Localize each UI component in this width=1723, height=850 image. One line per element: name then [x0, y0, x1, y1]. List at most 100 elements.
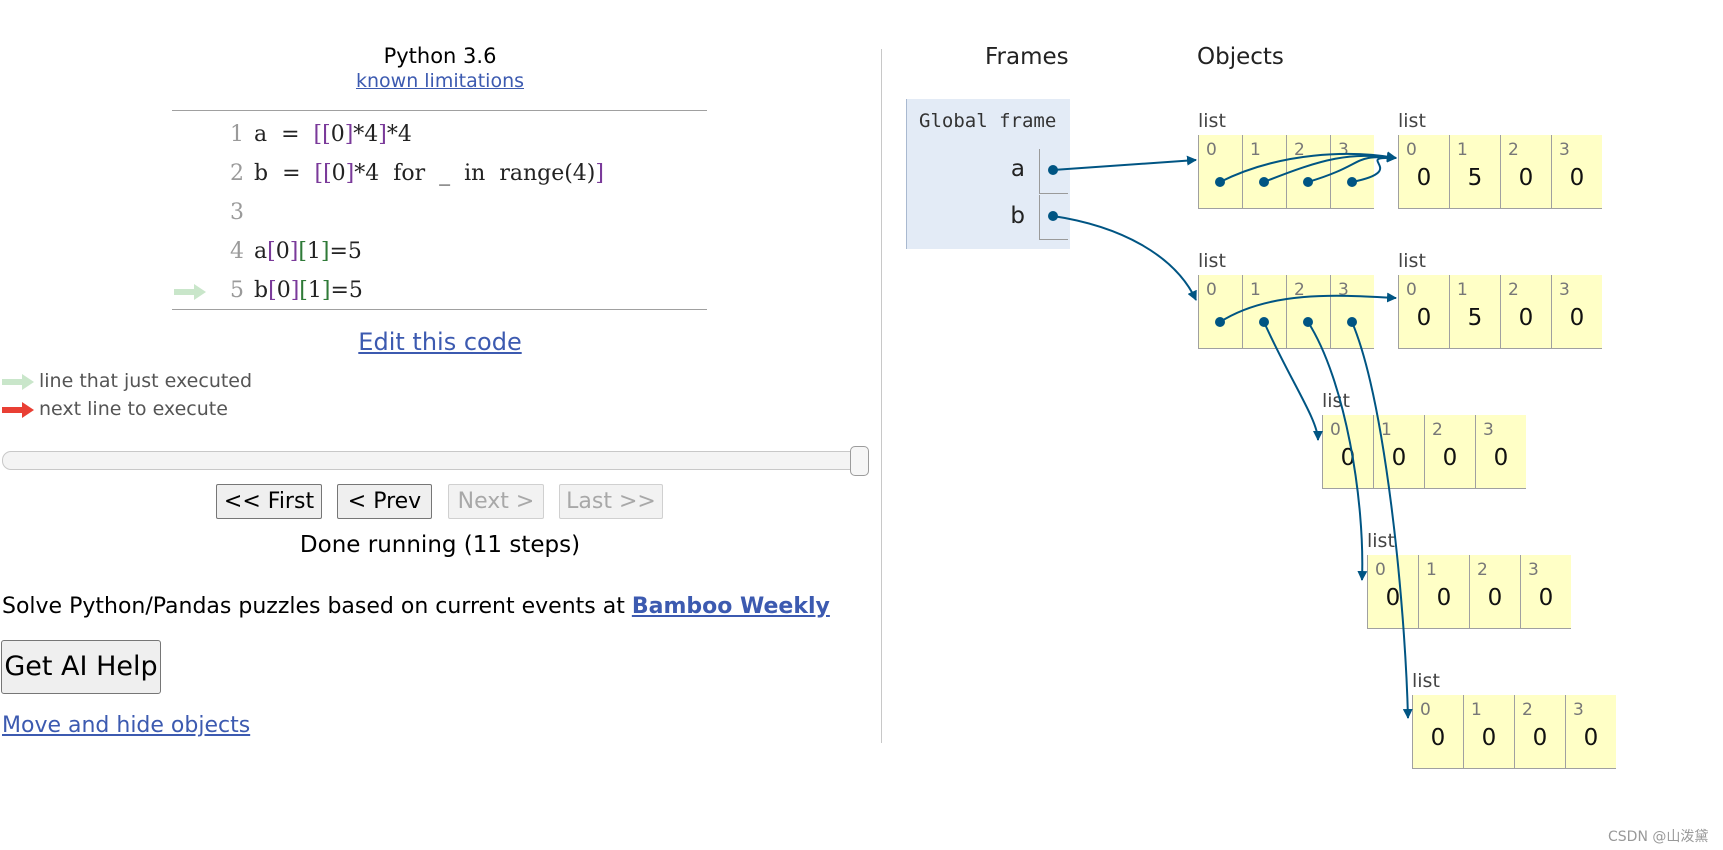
list-label: list	[1412, 670, 1440, 692]
code-token: [[	[314, 161, 332, 186]
list-value: 0	[1532, 725, 1548, 751]
list-label: list	[1322, 390, 1350, 412]
code-token: =5	[330, 278, 363, 303]
code-token: ]	[595, 161, 604, 186]
line-number: 1	[230, 122, 244, 147]
list-value: 0	[1569, 165, 1585, 191]
list-value: 5	[1467, 305, 1483, 331]
list-index: 1	[1457, 280, 1468, 300]
code-token: 0	[275, 239, 290, 264]
last-button[interactable]: Last >>	[559, 484, 663, 519]
arrow-a	[1052, 155, 1197, 171]
list-index: 1	[1381, 420, 1392, 440]
line-number: 2	[230, 161, 244, 186]
list-value: 0	[1518, 305, 1534, 331]
arrow-b-3	[1351, 321, 1413, 719]
executed-arrow-icon	[174, 284, 206, 300]
line-source: a = [[0]*4]*4	[254, 122, 412, 147]
line-source: b = [[0]*4 for _ in range(4)]	[254, 161, 604, 186]
list-label: list	[1398, 250, 1426, 272]
line-number: 5	[230, 278, 244, 303]
list-index: 1	[1426, 560, 1437, 580]
list-index: 0	[1206, 280, 1217, 300]
list-value: 0	[1416, 165, 1432, 191]
step-slider-track[interactable]	[2, 451, 864, 470]
python-version-title: Python 3.6	[383, 44, 497, 68]
first-button[interactable]: << First	[216, 484, 322, 519]
list-index: 2	[1477, 560, 1488, 580]
next-button[interactable]: Next >	[448, 484, 544, 519]
list-value: 0	[1493, 445, 1509, 471]
code-line: 1 a = [[0]*4]*4	[172, 120, 707, 152]
known-limitations-link[interactable]: known limitations	[355, 70, 525, 92]
list-label: list	[1367, 530, 1395, 552]
list-value: 0	[1487, 585, 1503, 611]
code-token: ]	[378, 122, 387, 147]
global-frame[interactable]: Global frame a b	[906, 99, 1070, 249]
list-index: 3	[1559, 280, 1570, 300]
code-token: [	[267, 239, 276, 264]
bamboo-weekly-link[interactable]: Bamboo Weekly	[631, 594, 830, 619]
code-line: 3	[172, 198, 707, 230]
prev-button[interactable]: < Prev	[337, 484, 432, 519]
global-frame-title: Global frame	[919, 110, 1057, 132]
list-cell: 0	[1198, 275, 1242, 349]
list-cell: 3	[1330, 275, 1374, 349]
code-token: =5	[329, 239, 362, 264]
list-cell: 3	[1330, 135, 1374, 209]
objects-header: Objects	[1197, 44, 1284, 70]
promo-text: Solve Python/Pandas puzzles based on cur…	[2, 594, 830, 619]
code-token: b =	[254, 161, 315, 186]
code-token: 1	[306, 239, 321, 264]
code-token: 0	[330, 122, 345, 147]
code-token: ]	[321, 278, 331, 303]
list-value: 0	[1442, 445, 1458, 471]
code-token: 1	[307, 278, 322, 303]
edit-code-link[interactable]: Edit this code	[358, 328, 522, 356]
list-index: 3	[1338, 140, 1349, 160]
code-token: *4	[353, 122, 379, 147]
code-token: [	[298, 239, 307, 264]
list-index: 3	[1573, 700, 1584, 720]
list-index: 2	[1508, 280, 1519, 300]
code-line: 2 b = [[0]*4 for _ in range(4)]	[172, 159, 707, 191]
arrow-b	[1052, 215, 1197, 301]
get-ai-help-button[interactable]: Get AI Help	[1, 640, 161, 694]
list-label: list	[1398, 110, 1426, 132]
list-value: 0	[1481, 725, 1497, 751]
list-value: 0	[1416, 305, 1432, 331]
var-slot-b	[1039, 195, 1068, 240]
line-number: 3	[230, 200, 244, 225]
list-index: 2	[1432, 420, 1443, 440]
code-bottom-rule	[172, 309, 707, 310]
list-index: 1	[1457, 140, 1468, 160]
list-index: 2	[1294, 280, 1305, 300]
red-arrow-icon	[2, 402, 34, 418]
list-value: 0	[1385, 585, 1401, 611]
step-slider-handle[interactable]	[850, 446, 869, 476]
move-hide-objects-link[interactable]: Move and hide objects	[2, 713, 251, 738]
list-index: 3	[1483, 420, 1494, 440]
list-index: 2	[1522, 700, 1533, 720]
code-token: ]	[344, 122, 354, 147]
list-index: 0	[1375, 560, 1386, 580]
code-token: [	[299, 278, 308, 303]
